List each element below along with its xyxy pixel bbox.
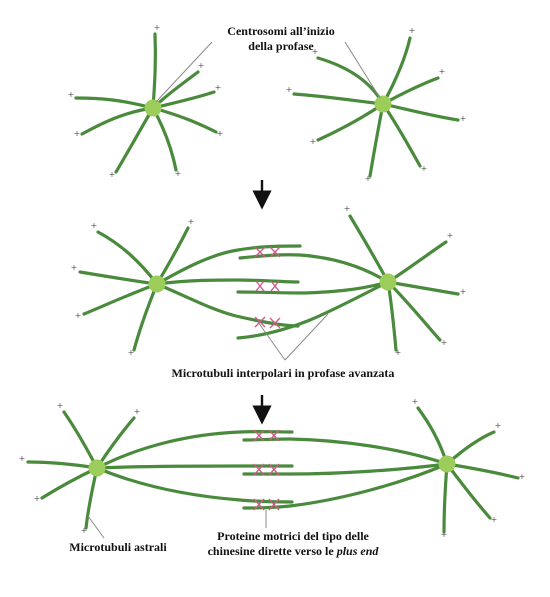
plus-end-marker: + bbox=[154, 23, 161, 32]
plus-end-marker: + bbox=[312, 47, 319, 56]
motor-proteins-stage2 bbox=[254, 246, 281, 329]
plus-end-marker: + bbox=[34, 494, 41, 503]
plus-end-marker: + bbox=[198, 61, 205, 70]
label-centrosomes-line2: della profase bbox=[248, 39, 314, 53]
label-motor-proteins-line2: chinesine dirette verso le plus end bbox=[208, 544, 380, 558]
plus-end-marker: + bbox=[109, 170, 116, 179]
centrosome-right-stage1 bbox=[374, 95, 392, 113]
pointer-line-interpolar-a bbox=[257, 321, 286, 361]
plus-end-marker: + bbox=[75, 311, 82, 320]
motor-proteins-stage3 bbox=[253, 429, 280, 511]
stage-1-early-prophase: Centrosomi all’inizio della profase bbox=[74, 24, 460, 178]
label-motor-proteins-line2-prefix: chinesine dirette verso le bbox=[208, 544, 337, 558]
plus-end-marker: + bbox=[310, 137, 317, 146]
plus-end-marker: + bbox=[217, 129, 224, 138]
centrosome-left-stage2 bbox=[148, 275, 166, 293]
plus-end-marker: + bbox=[68, 90, 75, 99]
plus-end-marker: + bbox=[412, 397, 419, 406]
plus-end-marker: + bbox=[395, 348, 402, 357]
plus-end-marker: + bbox=[128, 348, 135, 357]
plus-end-marker: + bbox=[460, 287, 467, 296]
plus-end-marker: + bbox=[57, 401, 64, 410]
centrosome-right-stage3 bbox=[438, 455, 456, 473]
plus-end-marker: + bbox=[460, 114, 467, 123]
stage-2-late-prophase: Microtubuli interpolari in profase avanz… bbox=[78, 214, 460, 380]
pointer-line-centrosome-right bbox=[344, 41, 381, 99]
plus-end-marker: + bbox=[175, 169, 182, 178]
plus-end-marker: + bbox=[421, 164, 428, 173]
label-motor-proteins-line1: Proteine motrici del tipo delle bbox=[217, 529, 369, 543]
plus-end-marker: + bbox=[188, 217, 195, 226]
centrosome-left-stage3 bbox=[88, 459, 106, 477]
plus-end-marker: + bbox=[439, 67, 446, 76]
plus-end-marker: + bbox=[495, 421, 502, 430]
plus-end-marker: + bbox=[519, 472, 526, 481]
plus-end-marker: + bbox=[441, 338, 448, 347]
pointer-line-astral bbox=[87, 515, 105, 539]
plus-end-marker: + bbox=[71, 263, 78, 272]
plus-end-marker: + bbox=[286, 85, 293, 94]
label-astral-microtubules: Microtubuli astrali bbox=[69, 540, 167, 554]
label-motor-proteins-line2-italic: plus end bbox=[336, 544, 380, 558]
plus-end-markers: + + + + + + + + + + + + + + + + + + + + + + + + + + + + + + + + + + + + bbox=[19, 23, 526, 539]
plus-end-marker: + bbox=[74, 129, 81, 138]
plus-end-marker: + bbox=[19, 454, 26, 463]
stage-3-spindle-motors: Microtubuli astrali Proteine motrici del… bbox=[26, 406, 520, 558]
plus-end-marker: + bbox=[365, 174, 372, 183]
aster-left-stage1 bbox=[74, 32, 218, 174]
pointer-line-interpolar-b bbox=[284, 313, 329, 361]
plus-end-marker: + bbox=[91, 221, 98, 230]
plus-end-marker: + bbox=[441, 530, 448, 539]
plus-end-marker: + bbox=[134, 407, 141, 416]
plus-end-marker: + bbox=[81, 526, 88, 535]
pointer-line-centrosome-left bbox=[155, 41, 213, 103]
aster-right-stage1 bbox=[292, 36, 460, 178]
centrosome-right-stage2 bbox=[379, 273, 397, 291]
centrosome-left-stage1 bbox=[144, 99, 162, 117]
plus-end-marker: + bbox=[215, 83, 222, 92]
plus-end-marker: + bbox=[344, 204, 351, 213]
plus-end-marker: + bbox=[409, 26, 416, 35]
label-interpolar-microtubules: Microtubuli interpolari in profase avanz… bbox=[172, 366, 395, 380]
plus-end-marker: + bbox=[491, 515, 498, 524]
label-centrosomes-line1: Centrosomi all’inizio bbox=[227, 24, 334, 38]
plus-end-marker: + bbox=[447, 231, 454, 240]
